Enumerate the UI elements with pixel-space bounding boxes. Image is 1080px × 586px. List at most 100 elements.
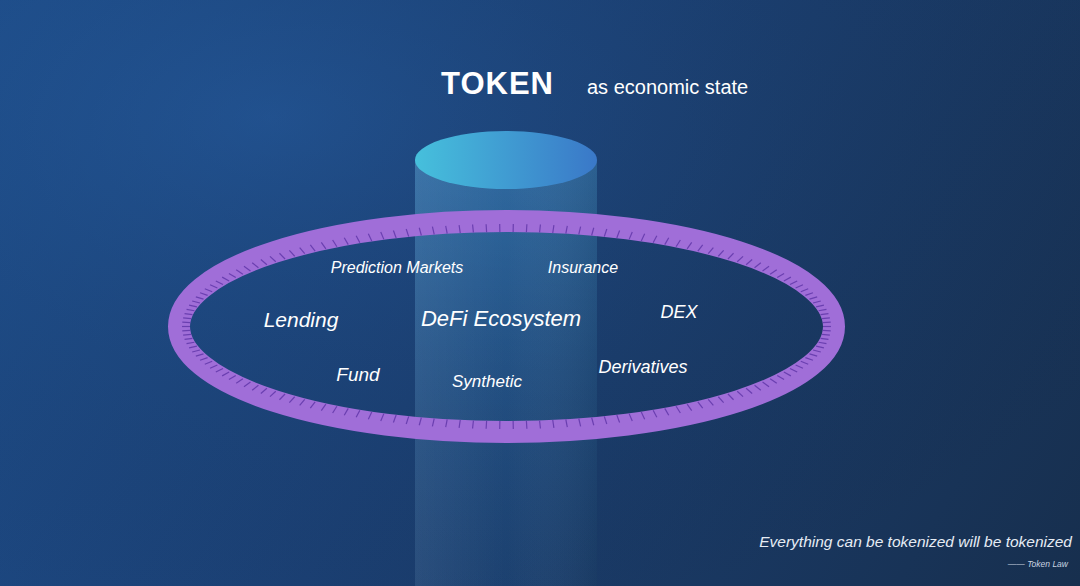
ring-tick (196, 354, 204, 356)
ring-tick (368, 234, 371, 241)
ring-tick (746, 388, 752, 393)
ring-tick (617, 230, 620, 237)
ring-tick (244, 382, 250, 387)
ring-tick (813, 301, 821, 303)
ring-tick (381, 414, 384, 421)
ring-tick (784, 372, 791, 376)
ring-tick (526, 421, 528, 429)
ring-tick (446, 419, 447, 427)
ring-heading: DeFi Ecosystem (421, 308, 581, 330)
ring-tick (279, 394, 285, 400)
ring-tick (790, 369, 797, 373)
ring-tick (368, 412, 371, 419)
ring-tick (796, 285, 803, 288)
ring-tick (566, 226, 567, 234)
ring-tick (486, 224, 488, 232)
ring-tick (356, 410, 360, 417)
ring-tick (805, 293, 813, 296)
ring-tick (459, 225, 460, 233)
ring-tick (592, 418, 594, 426)
ring-tick (419, 228, 421, 236)
ring-tick (321, 404, 326, 411)
ring-tick (183, 334, 191, 336)
ring-tick (770, 379, 777, 383)
ring-tick (698, 245, 703, 251)
ring-tick (592, 228, 594, 236)
ring-tick (192, 350, 200, 352)
ring-tick (446, 226, 447, 234)
ring-tick (823, 322, 831, 324)
ring-tick (755, 263, 761, 268)
ring-tick (790, 281, 797, 285)
diagram-title: TOKEN (441, 66, 554, 102)
ring-tick (192, 301, 200, 303)
ring-tick (737, 391, 743, 396)
ring-tick (252, 385, 258, 390)
ring-tick (816, 346, 824, 348)
ring-tick (182, 330, 190, 332)
ring-tick (244, 266, 250, 271)
quote-attribution: —— Token Law (1008, 559, 1068, 569)
ring-band (179, 221, 834, 432)
ring-tick (822, 334, 830, 336)
ring-tick (566, 419, 567, 427)
ring-tick (513, 224, 514, 232)
ring-tick (222, 372, 229, 376)
ring-tick (805, 358, 813, 361)
ring-tick (553, 420, 554, 428)
ring-tick (728, 394, 734, 400)
ring-tick (183, 317, 191, 319)
ring-tick (813, 350, 821, 352)
ring-item: Synthetic (452, 373, 522, 390)
ring-tick (617, 415, 620, 422)
ring-tick (289, 250, 294, 256)
ring-tick (809, 297, 817, 299)
ring-tick (687, 404, 692, 411)
ring-tick (819, 309, 827, 310)
ring-tick (687, 242, 692, 249)
ring-tick (216, 369, 223, 373)
ring-tick (665, 238, 669, 245)
ring-tick (822, 317, 830, 319)
ring-tick (641, 412, 644, 419)
defi-ring: Prediction MarketsInsuranceLendingDeFi E… (168, 210, 845, 443)
ring-tick (604, 416, 606, 424)
ring-tick (236, 379, 243, 383)
ring-tick (185, 314, 193, 315)
ring-item: Lending (264, 309, 339, 330)
ring-tick (763, 266, 769, 271)
subtitle: as economic state (587, 76, 748, 99)
ring-tick (261, 260, 267, 265)
ring-tick (629, 414, 632, 421)
ring-tick (279, 253, 285, 259)
ring-tick (261, 388, 267, 393)
ring-tick (708, 248, 713, 254)
quote-text: Everything can be tokenized will be toke… (759, 533, 1072, 551)
ring-tick (393, 415, 396, 422)
ring-tick (486, 421, 488, 429)
ring-tick (604, 229, 606, 237)
ring-tick (539, 420, 541, 428)
ring-item: Prediction Markets (331, 260, 464, 276)
ring-tick (393, 230, 396, 237)
ring-tick (718, 250, 723, 256)
ring-tick (816, 305, 824, 307)
ring-tick (579, 227, 581, 235)
ring-tick (676, 406, 680, 413)
ring-item: DEX (660, 303, 697, 321)
ring-tick (728, 253, 734, 259)
ring-tick (236, 270, 243, 274)
ring-tick (737, 256, 743, 261)
ring-tick (200, 293, 208, 296)
ring-tick (333, 406, 337, 413)
ring-tick (210, 285, 217, 288)
ring-tick (300, 399, 305, 405)
ring-tick (185, 338, 193, 339)
ring-tick (200, 358, 208, 361)
ring-tick (796, 365, 803, 368)
ring-tick (310, 245, 315, 251)
ring-tick (432, 419, 434, 427)
ring-tick (513, 421, 514, 429)
ring-tick (216, 281, 223, 285)
ring-tick (432, 227, 434, 235)
